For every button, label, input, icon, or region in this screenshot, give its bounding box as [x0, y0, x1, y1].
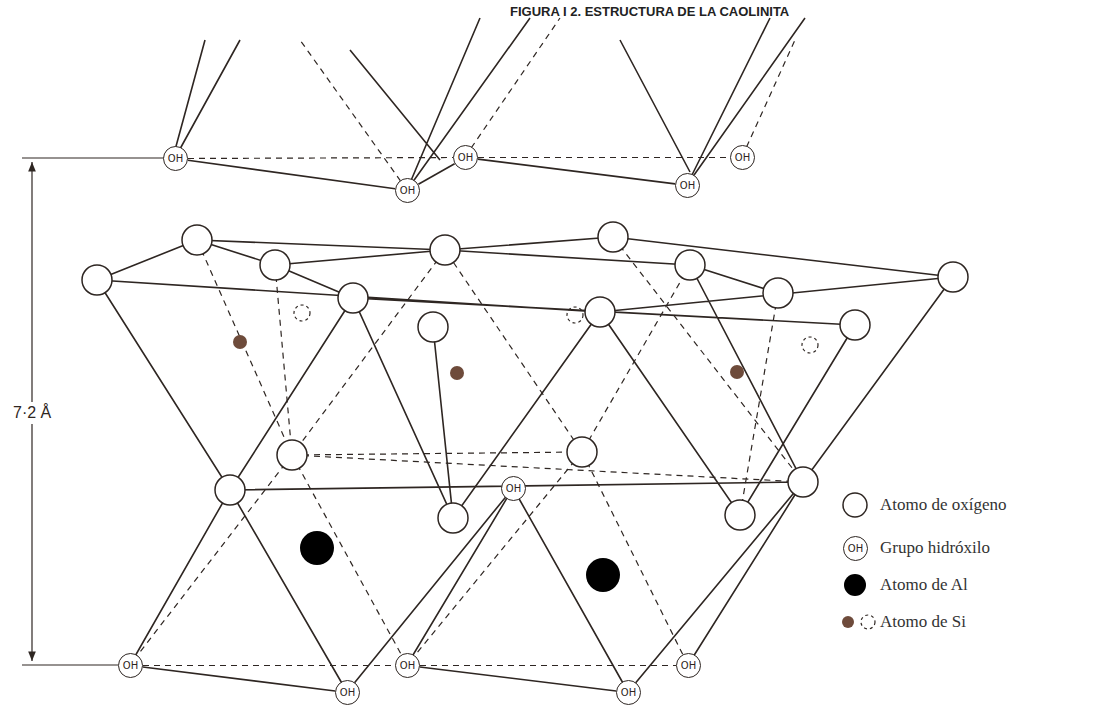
dimension-label: 7·2 Å [12, 402, 52, 424]
hydroxyl-circle: OH [395, 178, 420, 203]
hydroxyl-label: OH [848, 544, 863, 554]
bond-line [420, 667, 616, 691]
octahedral-sheet [130, 482, 803, 692]
bond-line [478, 157, 730, 158]
hydroxyl-label: OH [168, 154, 183, 164]
hydroxyl-circle: OH [676, 653, 701, 678]
octahedral-sheet-dashed [130, 452, 688, 665]
legend-text: Atomo de Si [880, 612, 966, 632]
hydroxyl-label: OH [681, 661, 696, 671]
hydroxyl-label: OH [123, 661, 138, 671]
figure-title: FIGURA I 2. ESTRUCTURA DE LA CAOLINITA [510, 4, 789, 19]
hydroxyl-label: OH [340, 688, 355, 698]
bond-line [188, 158, 453, 159]
bond-line [143, 665, 395, 666]
oxygen-atoms [82, 222, 968, 533]
bond-line [188, 160, 395, 189]
upper-bonds-dashed [300, 18, 795, 190]
legend-text: Atomo de Al [880, 575, 968, 595]
silicon-atoms [233, 335, 744, 380]
hydroxyl-circle: OH [843, 536, 868, 561]
hydroxyl-label: OH [400, 186, 415, 196]
hydroxyl-label: OH [735, 153, 750, 163]
hydroxyl-label: OH [506, 484, 521, 494]
hydroxyl-circle: OH [453, 145, 478, 170]
legend-text: Atomo de oxígeno [880, 495, 1007, 515]
hydroxyl-label: OH [621, 688, 636, 698]
hydroxyl-label: OH [458, 153, 473, 163]
hydroxyl-circle: OH [616, 680, 641, 705]
bond-line [478, 159, 675, 184]
hydroxyl-circle: OH [730, 145, 755, 170]
hydroxyl-label: OH [400, 661, 415, 671]
tetrahedral-sheet-dashed [197, 237, 803, 515]
silicon-atoms-hidden [294, 305, 818, 353]
legend-samples [842, 493, 875, 629]
bond-line [143, 667, 335, 691]
hydroxyl-circle: OH [395, 653, 420, 678]
hydroxyl-circle: OH [501, 476, 526, 501]
hydroxyl-circle: OH [163, 146, 188, 171]
aluminium-atoms [300, 531, 620, 592]
hydroxyl-label: OH [680, 181, 695, 191]
hydroxyl-circle: OH [118, 653, 143, 678]
legend-text: Grupo hidróxilo [880, 538, 990, 558]
bond-line [418, 164, 454, 185]
hydroxyl-circle: OH [675, 173, 700, 198]
bond-line [420, 665, 676, 666]
upper-bonds [175, 18, 805, 190]
tetrahedral-sheet [97, 237, 953, 518]
hydroxyl-circle: OH [335, 680, 360, 705]
